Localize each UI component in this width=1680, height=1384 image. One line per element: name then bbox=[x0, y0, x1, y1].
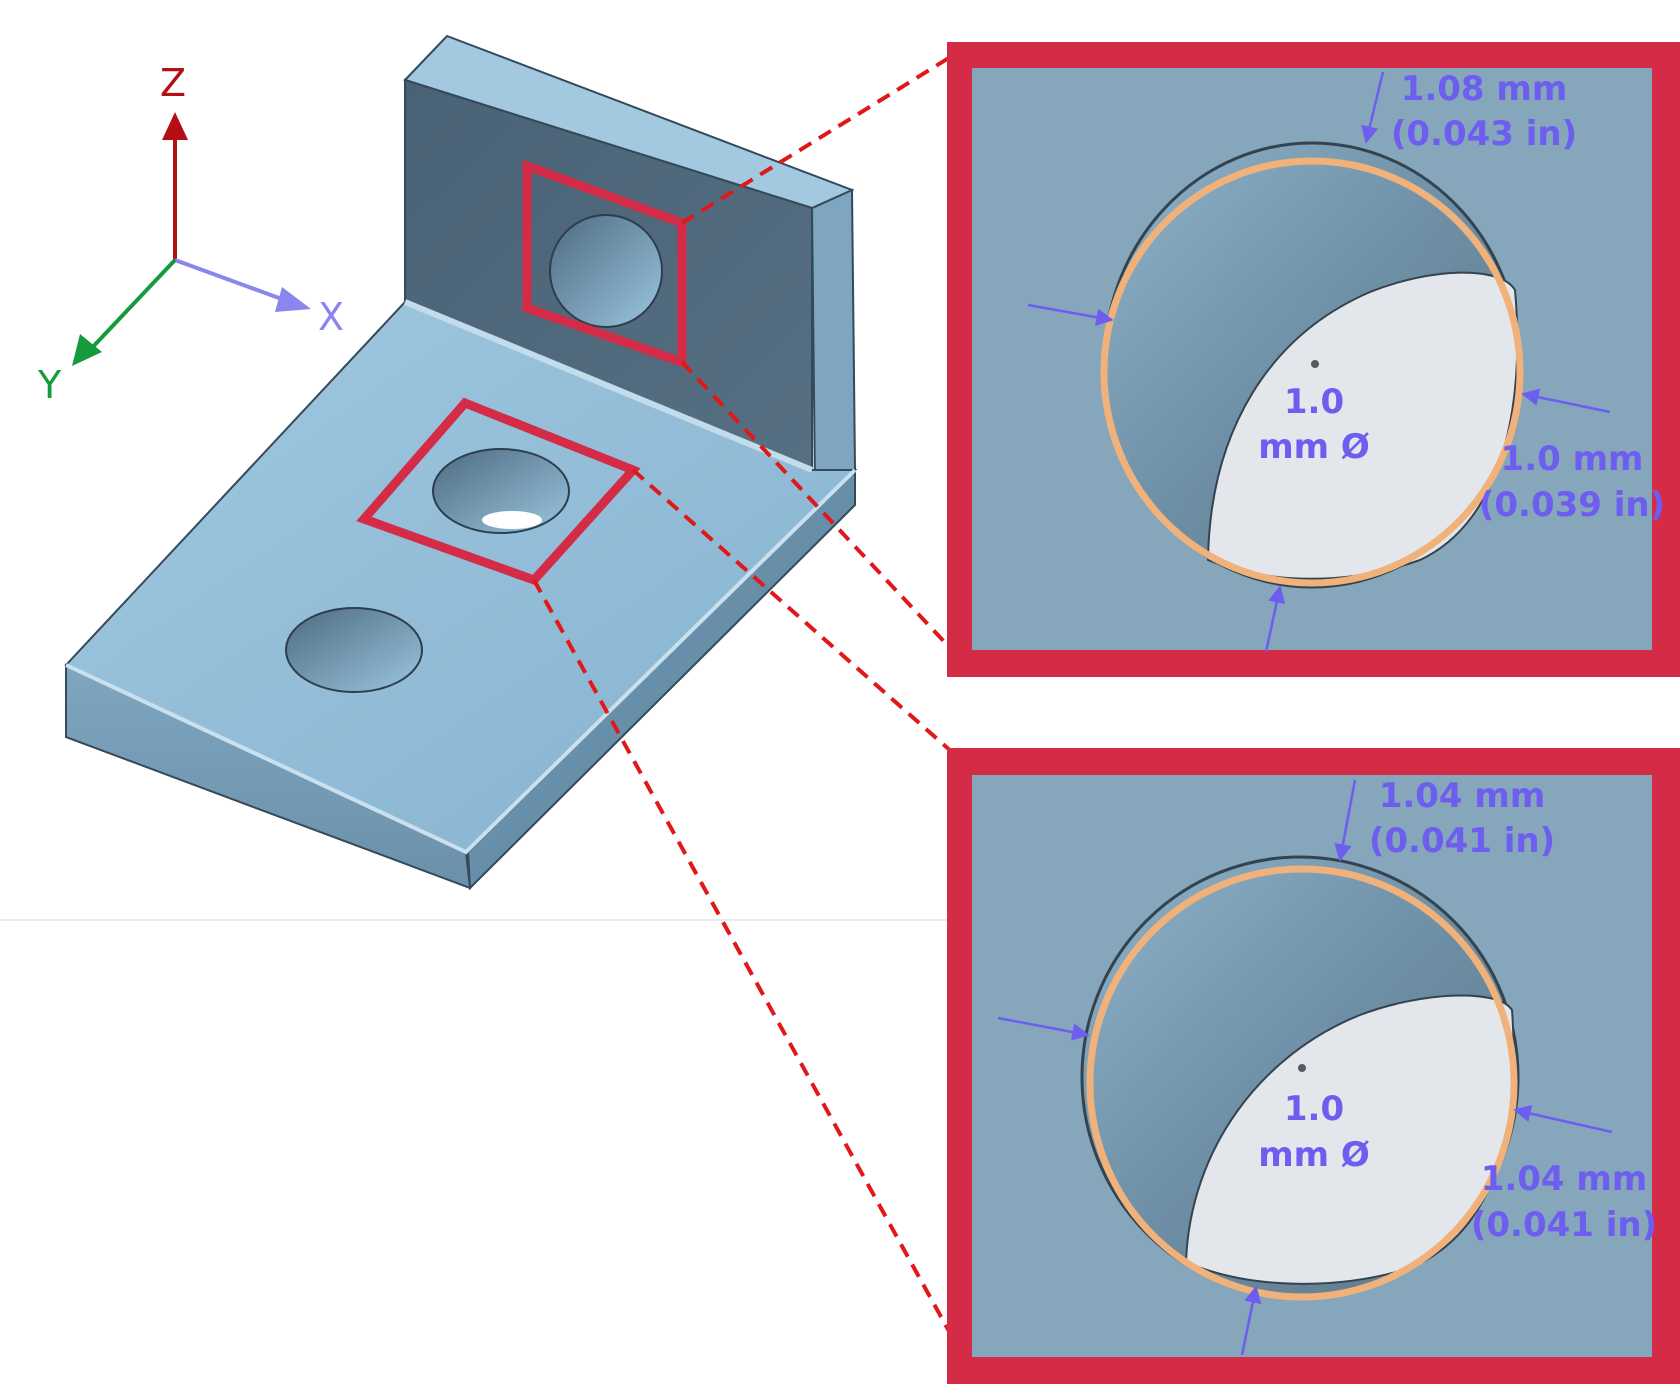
left-dimension-arrow bbox=[1027, 303, 1114, 326]
center-diameter-unit: mm Ø bbox=[1258, 427, 1370, 467]
x-axis-arrowhead bbox=[275, 287, 311, 312]
top-dimension-in: (0.043 in) bbox=[1391, 114, 1577, 154]
l-bracket-part bbox=[64, 34, 858, 891]
leader-inset2-bottom bbox=[532, 579, 968, 1363]
top-dimension-arrow bbox=[1334, 779, 1357, 862]
bend-fillet bbox=[403, 299, 814, 473]
right-dimension-arrow bbox=[1521, 388, 1611, 414]
front-edge-fillet bbox=[65, 468, 857, 855]
coordinate-axes: Z X Y bbox=[37, 61, 344, 407]
left-dimension-arrow bbox=[997, 1016, 1090, 1041]
inset-vertical-hole: 1.08 mm (0.043 in) 1.0 mm Ø 1.0 mm (0.03… bbox=[947, 42, 1680, 677]
y-axis-label: Y bbox=[37, 363, 62, 407]
center-diameter-value: 1.0 bbox=[1284, 1089, 1344, 1129]
leader-inset1-bottom bbox=[680, 360, 954, 652]
bottom-dimension-arrow bbox=[1240, 1285, 1262, 1356]
center-diameter-unit: mm Ø bbox=[1258, 1135, 1370, 1175]
z-axis-arrowhead bbox=[162, 112, 188, 140]
right-dimension-in: (0.039 in) bbox=[1479, 485, 1665, 525]
top-dimension-arrow bbox=[1361, 71, 1385, 144]
top-dimension-in: (0.041 in) bbox=[1369, 821, 1555, 861]
base-hole-back bbox=[432, 448, 570, 534]
right-dimension-mm: 1.0 mm bbox=[1501, 439, 1644, 479]
top-dimension-mm: 1.08 mm bbox=[1401, 69, 1568, 109]
leader-inset2-top bbox=[631, 468, 954, 754]
z-axis-label: Z bbox=[160, 61, 186, 105]
leader-inset1-top bbox=[680, 54, 954, 225]
hole-center-point bbox=[1311, 360, 1319, 368]
right-dimension-arrow bbox=[1513, 1104, 1613, 1134]
base-hole-back-through bbox=[482, 511, 542, 529]
vertical-plate-hole bbox=[549, 214, 663, 328]
base-hole-front bbox=[285, 607, 423, 693]
top-dimension-mm: 1.04 mm bbox=[1379, 776, 1546, 816]
vertical-plate-side bbox=[810, 188, 857, 490]
center-diameter-value: 1.0 bbox=[1284, 382, 1344, 422]
y-axis-arrowhead bbox=[72, 334, 102, 366]
right-dimension-mm: 1.04 mm bbox=[1481, 1159, 1648, 1199]
measured-ring bbox=[1086, 865, 1518, 1301]
x-axis-line bbox=[174, 258, 291, 304]
right-dimension-in: (0.041 in) bbox=[1471, 1205, 1657, 1245]
inset-base-hole: 1.04 mm (0.041 in) 1.0 mm Ø 1.04 mm (0.0… bbox=[947, 748, 1680, 1384]
hole-center-point bbox=[1298, 1064, 1306, 1072]
leader-lines bbox=[532, 54, 968, 1363]
y-axis-line bbox=[86, 258, 177, 354]
measured-ring bbox=[1100, 157, 1524, 587]
x-axis-label: X bbox=[318, 295, 344, 339]
bottom-dimension-arrow bbox=[1264, 585, 1286, 653]
